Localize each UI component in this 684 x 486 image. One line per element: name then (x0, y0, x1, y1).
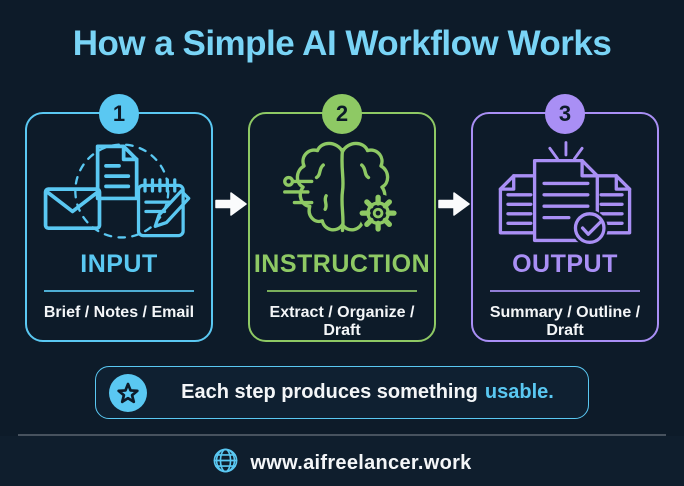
card-divider (267, 290, 417, 292)
documents-checkmark-icon (473, 134, 657, 248)
step-number-badge: 1 (99, 94, 139, 134)
step-title: OUTPUT (512, 250, 618, 278)
step-title: INPUT (80, 250, 158, 278)
step-card-input: 1 (25, 94, 213, 342)
footer-background (0, 436, 684, 486)
arrow-right-icon (437, 190, 470, 218)
card-divider (44, 290, 194, 292)
step-card-output: 3 (471, 94, 659, 342)
brain-circuit-gear-icon (250, 134, 434, 248)
workflow-steps: 1 (25, 94, 659, 342)
step-number-badge: 2 (322, 94, 362, 134)
banner-text-main: Each step produces something (181, 381, 478, 403)
footer: www.aifreelancer.work (0, 447, 684, 479)
card-divider (490, 290, 640, 292)
banner-text-highlight: usable. (484, 381, 554, 403)
globe-icon (212, 447, 239, 479)
footer-divider (18, 434, 666, 436)
arrow-right-icon (214, 190, 247, 218)
page-title: How a Simple AI Workflow Works (72, 24, 612, 63)
takeaway-banner: Each step produces something usable. (95, 366, 589, 419)
step-subtitle: Extract / Organize / Draft (269, 304, 415, 339)
star-icon (109, 373, 147, 412)
step-number-badge: 3 (545, 94, 585, 134)
banner-text: Each step produces something usable. (147, 381, 588, 404)
step-title: INSTRUCTION (253, 250, 431, 278)
step-card-instruction: 2 (248, 94, 436, 342)
footer-url: www.aifreelancer.work (250, 451, 472, 474)
step-subtitle: Brief / Notes / Email (43, 304, 195, 321)
step-subtitle: Summary / Outline / Draft (489, 304, 641, 339)
email-document-notepad-icons (27, 134, 211, 248)
